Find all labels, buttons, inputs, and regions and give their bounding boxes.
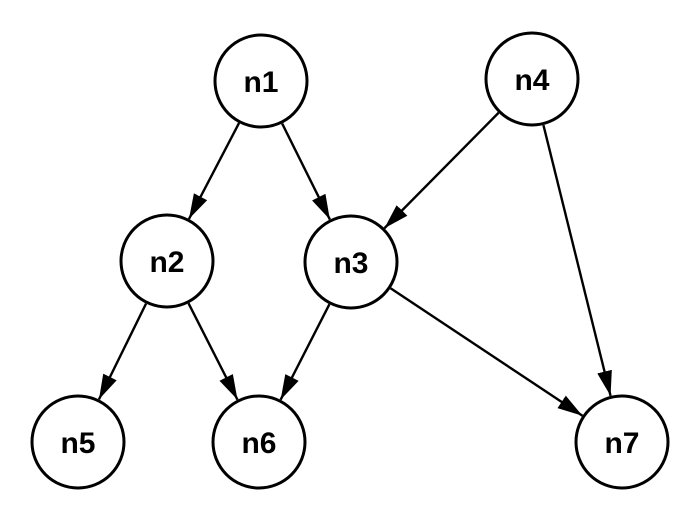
node-label-n6: n6 [241, 427, 276, 460]
node-circle-n4 [484, 31, 580, 127]
node-circle-n6 [211, 394, 307, 490]
edge-n2-n5 [97, 303, 148, 400]
edge-n1-n2 [187, 122, 241, 220]
edge-n3-n7 [389, 287, 584, 417]
node-label-n3: n3 [333, 247, 368, 280]
graph-node-n2: n2 [119, 213, 215, 309]
edge-n4-n3 [383, 111, 500, 230]
graph-node-n5: n5 [30, 394, 126, 490]
node-label-n7: n7 [604, 427, 639, 460]
node-circle-n1 [213, 33, 309, 129]
edge-n4-n7 [542, 124, 612, 397]
node-circle-n3 [303, 214, 399, 310]
graph-node-n1: n1 [213, 33, 309, 129]
edge-n1-n3 [281, 122, 331, 221]
node-label-n5: n5 [60, 427, 95, 460]
graph-node-n3: n3 [303, 214, 399, 310]
graph-node-n7: n7 [574, 394, 670, 490]
edge-n3-n6 [279, 303, 331, 401]
node-label-n2: n2 [149, 246, 184, 279]
node-label-n4: n4 [514, 64, 549, 97]
graph-node-n6: n6 [211, 394, 307, 490]
node-circle-n7 [574, 394, 670, 490]
edge-n2-n6 [187, 302, 239, 401]
node-circle-n2 [119, 213, 215, 309]
node-label-n1: n1 [243, 66, 278, 99]
graph-node-n4: n4 [484, 31, 580, 127]
node-circle-n5 [30, 394, 126, 490]
